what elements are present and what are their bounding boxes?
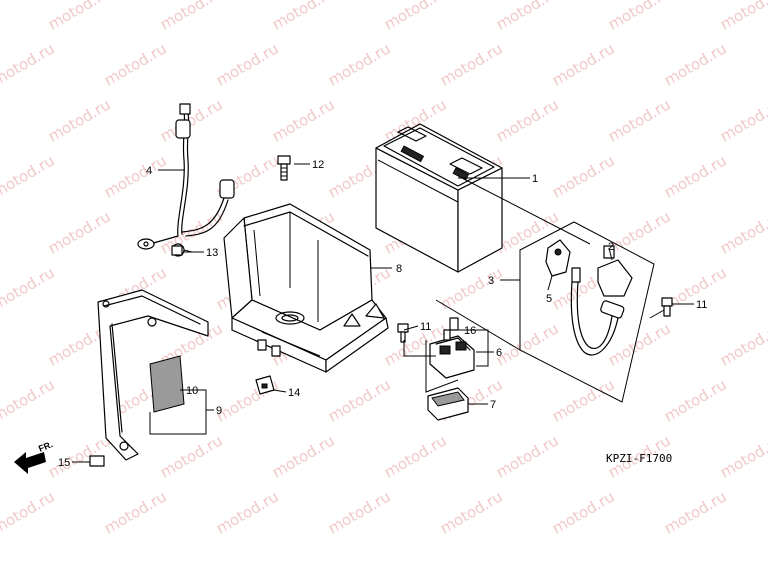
watermark-text: motod.ru (437, 39, 506, 89)
front-arrow-icon (14, 452, 46, 474)
watermark-text: motod.ru (0, 151, 58, 201)
watermark-text: motod.ru (717, 319, 768, 369)
watermark-text: motod.ru (605, 95, 674, 145)
starter-relay (429, 317, 475, 379)
watermark-text: motod.ru (45, 95, 114, 145)
watermark-text: motod.ru (661, 151, 730, 201)
diagram-code: KPZI-F1700 (606, 452, 672, 465)
bolt-11-relay (397, 323, 409, 343)
terminal-cover-5 (545, 239, 571, 277)
watermark-text: motod.ru (45, 0, 114, 33)
callout-3: 3 (488, 275, 494, 287)
watermark-text: motod.ru (717, 0, 768, 33)
watermark-text: motod.ru (381, 431, 450, 481)
watermark-text: motod.ru (549, 487, 618, 537)
watermark-text: motod.ru (269, 95, 338, 145)
watermark-text: motod.ru (0, 207, 2, 257)
callout-11-right: 11 (696, 299, 707, 311)
callout-10: 10 (186, 385, 198, 397)
watermark-text: motod.ru (325, 39, 394, 89)
watermark-text: motod.ru (661, 487, 730, 537)
callout-8: 8 (396, 263, 402, 275)
watermark-text: motod.ru (213, 487, 282, 537)
callout-4: 4 (146, 165, 152, 177)
watermark-text: motod.ru (101, 151, 170, 201)
cable-group-outline (519, 221, 655, 403)
callout-12: 12 (312, 159, 324, 171)
watermark-text: motod.ru (605, 207, 674, 257)
watermark-text: motod.ru (101, 39, 170, 89)
callout-11-relay: 11 (420, 321, 431, 333)
battery-stay (97, 289, 209, 461)
watermark-text: motod.ru (0, 39, 58, 89)
watermark-text: motod.ru (269, 431, 338, 481)
watermark-text: motod.ru (493, 95, 562, 145)
watermark-text: motod.ru (0, 95, 2, 145)
watermark-text: motod.ru (549, 39, 618, 89)
battery-cable-lower (570, 267, 625, 356)
battery-tray (223, 203, 389, 373)
watermark-text: motod.ru (661, 375, 730, 425)
callout-6: 6 (496, 347, 502, 359)
watermark-text: motod.ru (717, 95, 768, 145)
watermark-text: motod.ru (717, 207, 768, 257)
watermark-text: motod.ru (157, 431, 226, 481)
watermark-text: motod.ru (717, 431, 768, 481)
watermark-text: motod.ru (437, 263, 506, 313)
leader-lines (72, 163, 694, 463)
watermark-text: motod.ru (157, 0, 226, 33)
watermark-text: motod.ru (661, 39, 730, 89)
watermark-text: motod.ru (0, 319, 2, 369)
callout-13: 13 (206, 247, 218, 259)
watermark-text: motod.ru (0, 431, 2, 481)
front-label: FR. (37, 439, 54, 454)
callout-16: 16 (464, 325, 476, 337)
watermark-text: motod.ru (0, 375, 58, 425)
watermark-text: motod.ru (0, 0, 2, 33)
watermark-text: motod.ru (0, 487, 58, 537)
watermark-text: motod.ru (549, 375, 618, 425)
callout-14: 14 (288, 387, 300, 399)
watermark-text: motod.ru (549, 151, 618, 201)
callout-15: 15 (58, 457, 70, 469)
watermark-text: motod.ru (101, 487, 170, 537)
relay-cover-group-line (425, 340, 459, 393)
bolt-11-right (661, 297, 673, 317)
callout-2: 2 (608, 241, 614, 253)
nut-14 (255, 375, 275, 395)
callout-1: 1 (532, 173, 538, 185)
watermark-text: motod.ru (45, 207, 114, 257)
relay-cover (427, 387, 469, 421)
watermark-text: motod.ru (269, 0, 338, 33)
callout-5: 5 (546, 293, 552, 305)
terminal-cover-2 (597, 245, 633, 297)
watermark-text: motod.ru (325, 487, 394, 537)
watermark-text: motod.ru (493, 431, 562, 481)
watermark-text: motod.ru (157, 95, 226, 145)
watermark-text: motod.ru (493, 319, 562, 369)
watermark-text: motod.ru (213, 39, 282, 89)
watermark-text: motod.ru (437, 487, 506, 537)
battery (375, 123, 503, 273)
bolt-12 (277, 155, 291, 181)
bolt-13 (171, 243, 193, 257)
watermark-text: motod.ru (0, 263, 58, 313)
callout-9: 9 (216, 405, 222, 417)
callouts: 1 2 3 4 5 6 7 8 9 10 11 11 12 13 14 15 1… (58, 159, 707, 469)
watermark-text: motod.ru (605, 0, 674, 33)
watermark-text: motod.ru (493, 0, 562, 33)
relay-group-line (435, 299, 521, 351)
callout-7: 7 (490, 399, 496, 411)
watermark-text: motod.ru (325, 375, 394, 425)
battery-cable-upper (137, 103, 235, 250)
watermark-text: motod.ru (381, 0, 450, 33)
